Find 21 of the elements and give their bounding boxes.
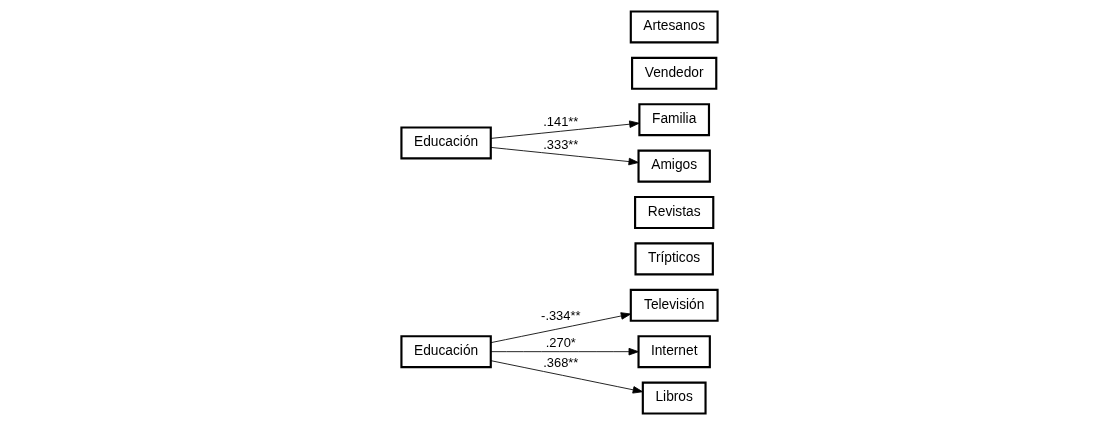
node-box: Libros [641, 381, 707, 415]
node-box: Revistas [634, 195, 715, 230]
node-box: Internet [637, 335, 711, 369]
node-box: Amigos [637, 149, 711, 183]
edge-label: .141** [543, 113, 579, 129]
arrow [490, 147, 639, 166]
node-box: Familia [638, 103, 711, 137]
arrow [490, 120, 640, 139]
edge-label: .270* [545, 335, 576, 351]
edge-label: -.334** [541, 307, 581, 323]
edge-label: .333** [543, 136, 579, 152]
node-box: Trípticos [634, 242, 714, 276]
node-box: Educación [400, 335, 492, 369]
arrow [490, 360, 644, 394]
node-box: Vendedor [631, 56, 718, 90]
arrow [490, 347, 639, 356]
node-box: Educación [400, 126, 492, 160]
arrow [490, 312, 632, 344]
node-box: Televisión [629, 288, 719, 322]
edge-label: .368** [543, 355, 579, 371]
node-box: Artesanos [629, 10, 719, 44]
